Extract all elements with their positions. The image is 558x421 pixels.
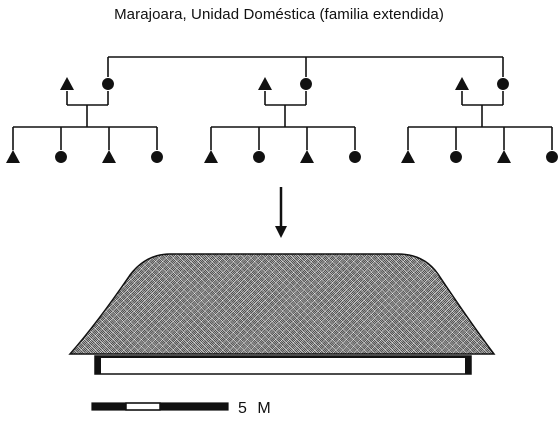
- male-triangle-icon: [6, 150, 20, 163]
- thatched-roof: [68, 253, 496, 355]
- house-post-left: [95, 356, 101, 374]
- female-circle-icon: [450, 151, 462, 163]
- male-triangle-icon: [455, 77, 469, 90]
- female-circle-icon: [349, 151, 361, 163]
- male-triangle-icon: [300, 150, 314, 163]
- female-circle-icon: [300, 78, 312, 90]
- male-triangle-icon: [102, 150, 116, 163]
- male-triangle-icon: [258, 77, 272, 90]
- diagram-title: Marajoara, Unidad Doméstica (familia ext…: [114, 6, 444, 23]
- house-drawing: [68, 253, 496, 375]
- house-post-right: [465, 356, 471, 374]
- female-circle-icon: [102, 78, 114, 90]
- male-triangle-icon: [60, 77, 74, 90]
- kinship-diagram: [6, 56, 558, 163]
- female-circle-icon: [253, 151, 265, 163]
- house-base: [94, 355, 472, 375]
- female-circle-icon: [151, 151, 163, 163]
- scale-label: 5 M: [238, 400, 274, 417]
- scale-bar: 5 M: [91, 400, 274, 417]
- male-triangle-icon: [204, 150, 218, 163]
- female-circle-icon: [55, 151, 67, 163]
- female-circle-icon: [546, 151, 558, 163]
- male-triangle-icon: [497, 150, 511, 163]
- male-triangle-icon: [401, 150, 415, 163]
- female-circle-icon: [497, 78, 509, 90]
- down-arrow-icon: [275, 187, 287, 238]
